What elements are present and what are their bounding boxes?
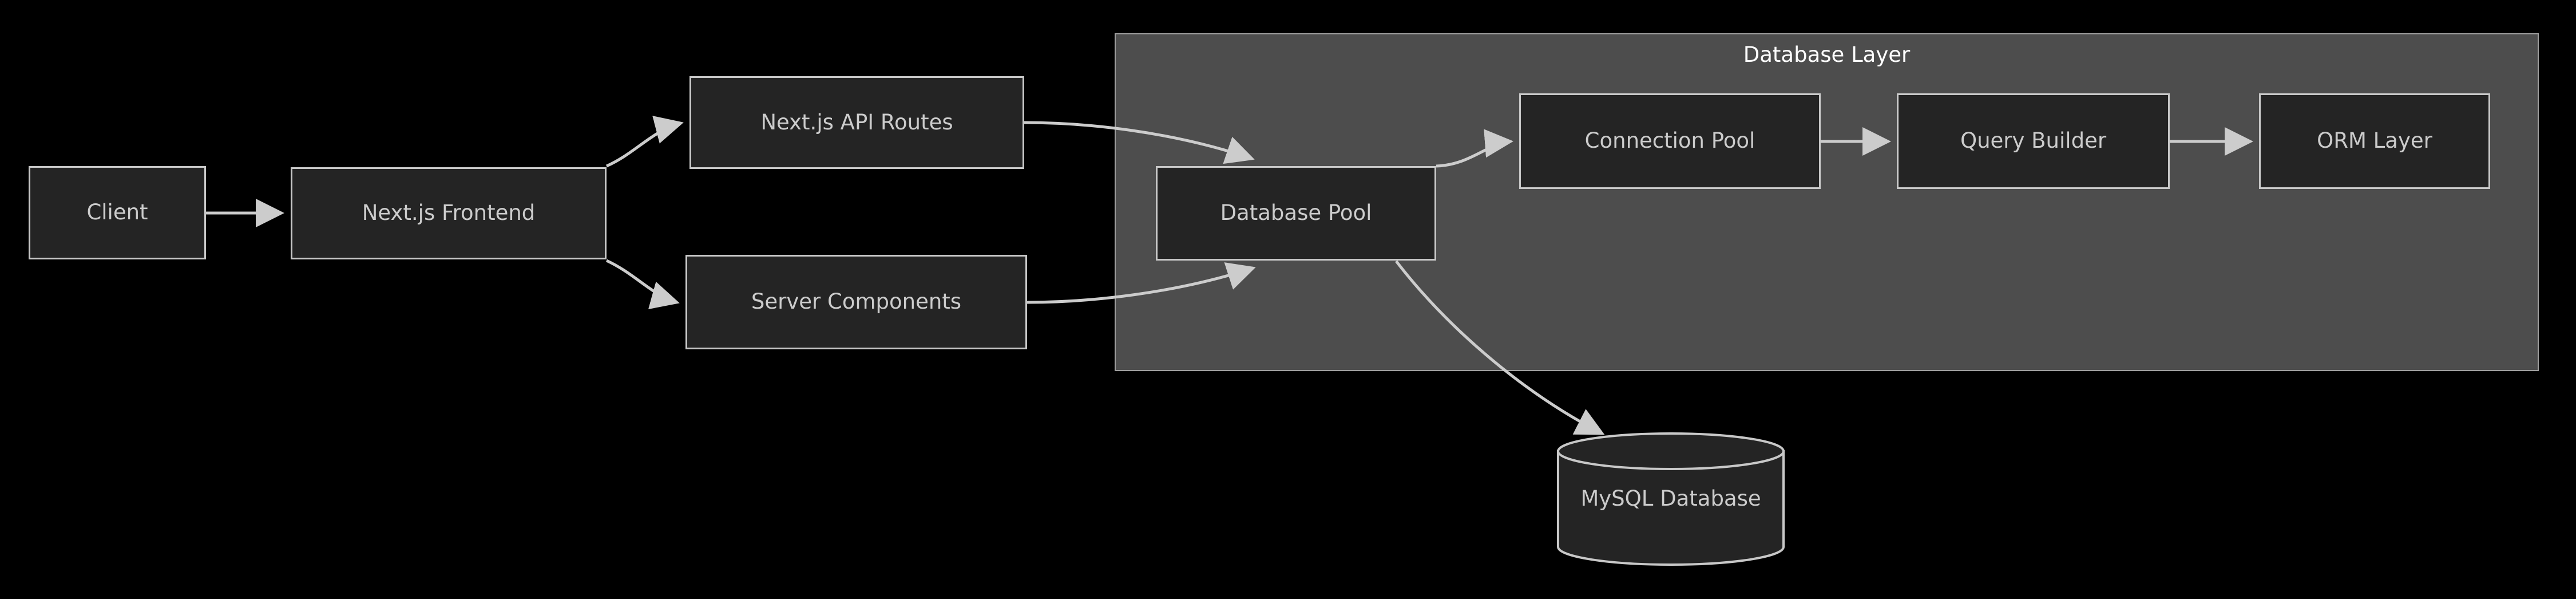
node-mysql-database-label: MySQL Database	[1580, 486, 1761, 511]
node-nextjs-api-routes[interactable]: Next.js API Routes	[689, 76, 1024, 169]
node-query-builder-label: Query Builder	[1960, 128, 2107, 153]
cylinder-shape	[1557, 432, 1785, 566]
node-orm-layer[interactable]: ORM Layer	[2259, 93, 2490, 189]
node-database-pool[interactable]: Database Pool	[1156, 166, 1436, 261]
node-mysql-database[interactable]: MySQL Database	[1556, 432, 1785, 566]
node-query-builder[interactable]: Query Builder	[1897, 93, 2170, 189]
node-connection-pool-label: Connection Pool	[1584, 128, 1755, 153]
node-connection-pool[interactable]: Connection Pool	[1519, 93, 1821, 189]
edge-nextjs-frontend-to-api-routes	[605, 116, 684, 168]
node-server-components[interactable]: Server Components	[685, 255, 1027, 349]
node-nextjs-api-routes-label: Next.js API Routes	[760, 109, 953, 135]
node-database-pool-label: Database Pool	[1220, 200, 1372, 226]
node-nextjs-frontend[interactable]: Next.js Frontend	[291, 167, 607, 259]
node-orm-layer-label: ORM Layer	[2317, 128, 2432, 153]
node-nextjs-frontend-label: Next.js Frontend	[362, 200, 536, 226]
node-client[interactable]: Client	[29, 166, 206, 259]
edge-nextjs-frontend-to-server-components	[605, 259, 680, 309]
cluster-database-layer-title: Database Layer	[1743, 42, 1911, 67]
node-client-label: Client	[86, 200, 148, 225]
node-server-components-label: Server Components	[751, 289, 962, 314]
